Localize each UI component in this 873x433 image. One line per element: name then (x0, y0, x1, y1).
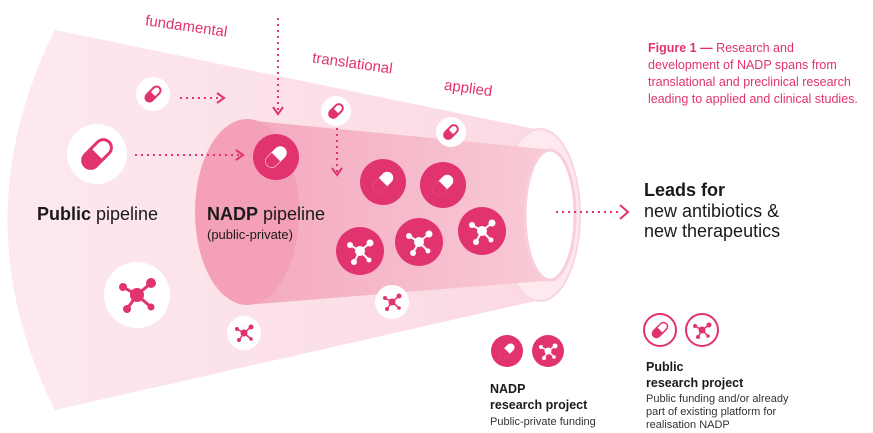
flow-arrows (135, 18, 622, 213)
capsule-icon (360, 159, 406, 205)
capsule-icon (253, 134, 299, 180)
capsule-icon (420, 162, 466, 208)
outcome-title: Leads for (644, 180, 726, 200)
nadp-pipeline-cone (245, 120, 555, 305)
legend-public-molecule-icon (685, 313, 719, 347)
legend-nadp-capsule-icon (491, 335, 523, 367)
molecule-icon (336, 227, 384, 275)
legend-nadp-molecule-icon (532, 335, 564, 367)
molecule-icon (227, 316, 261, 350)
capsule-icon (67, 124, 127, 184)
molecule-icon (375, 285, 409, 319)
legend-public-capsule-icon (643, 313, 677, 347)
nadp-pipeline-cone-end (523, 148, 577, 282)
figure-caption: Figure 1 — Research and development of N… (648, 41, 858, 106)
outcome-line-3: new therapeutics (644, 221, 781, 241)
molecule-icon (395, 218, 443, 266)
nadp-pipeline-label: NADP pipeline (207, 204, 326, 224)
legend-nadp-desc: Public-private funding (490, 416, 596, 428)
molecule-icon (104, 262, 170, 328)
arrow-heads (216, 92, 630, 220)
nadp-pipeline-sublabel: (public-private) (207, 227, 293, 242)
capsule-icon (436, 117, 466, 147)
capsule-icon (321, 96, 351, 126)
outcome-line-2: new antibiotics & (644, 201, 780, 221)
capsule-icon (136, 77, 170, 111)
molecule-icon (458, 207, 506, 255)
public-pipeline-label: Public pipeline (37, 204, 159, 224)
